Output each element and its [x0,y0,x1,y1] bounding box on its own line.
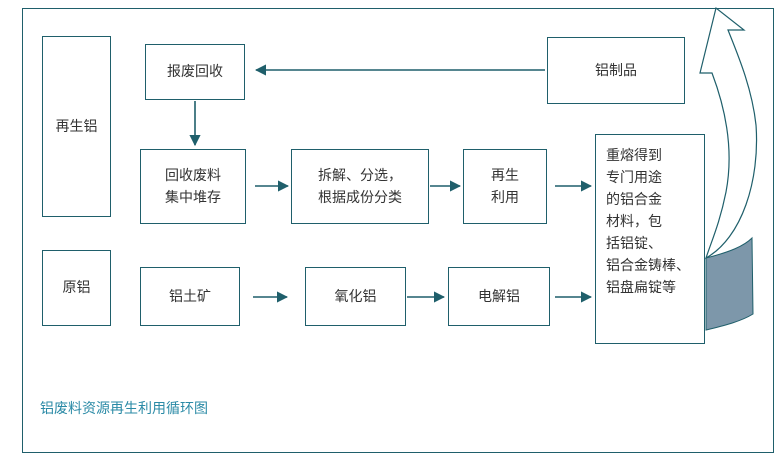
bauxite-box: 铝土矿 [140,267,240,326]
electrolytic-aluminum-box: 电解铝 [448,267,550,326]
alumina-label: 氧化铝 [334,288,377,305]
recycled-aluminum-label: 再生铝 [55,118,98,135]
reuse-box: 再生 利用 [463,149,547,224]
diagram-frame [22,8,774,453]
collect-store-box: 回收废料 集中堆存 [140,149,246,224]
curved-arrow-shaded-base [705,236,754,331]
primary-aluminum-box: 原铝 [42,250,111,326]
curved-return-arrow [699,6,758,260]
diagram-caption: 铝废料资源再生利用循环图 [40,401,208,417]
dismantle-sort-box: 拆解、分选， 根据成份分类 [291,149,429,224]
electrolytic-aluminum-label: 电解铝 [478,288,520,305]
alumina-box: 氧化铝 [305,267,406,326]
primary-aluminum-label: 原铝 [62,280,91,296]
aluminum-products-label: 铝制品 [595,62,637,79]
remelt-label: 重熔得到 专门用途 的铝合金 材料，包 括铝锭、 铝合金铸棒、 铝盘扁锭等 [606,148,690,296]
dismantle-sort-label: 拆解、分选， 根据成份分类 [318,167,402,206]
bauxite-label: 铝土矿 [169,288,211,305]
reuse-label: 再生 利用 [491,167,519,206]
aluminum-products-box: 铝制品 [547,37,685,104]
collect-store-label: 回收废料 集中堆存 [165,167,221,206]
remelt-box: 重熔得到 专门用途 的铝合金 材料，包 括铝锭、 铝合金铸棒、 铝盘扁锭等 [595,134,705,344]
scrap-recovery-label: 报废回收 [167,64,223,80]
recycled-aluminum-box: 再生铝 [42,36,111,217]
scrap-recovery-box: 报废回收 [145,44,245,100]
